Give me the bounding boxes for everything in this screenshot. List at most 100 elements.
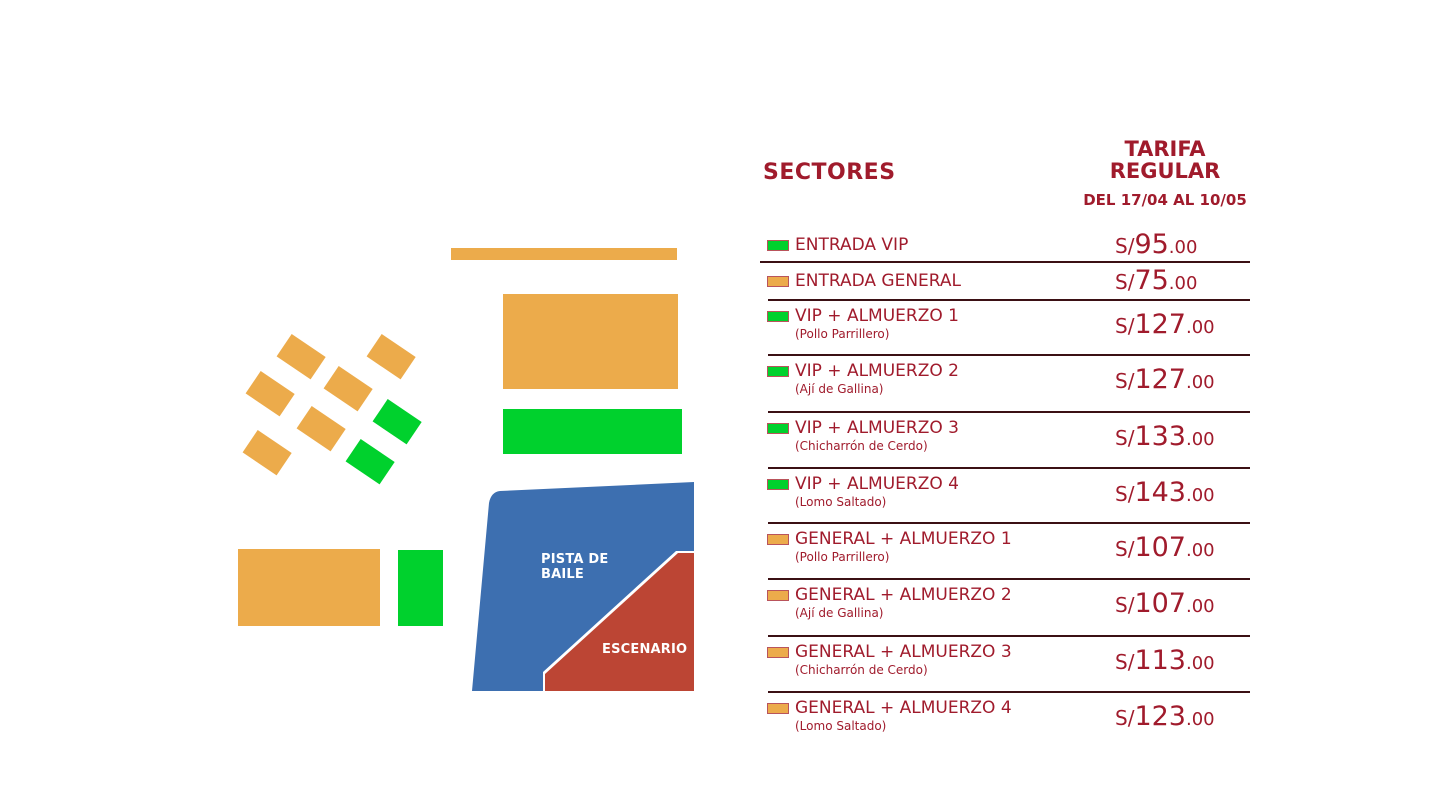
currency-symbol: S/ bbox=[1115, 650, 1135, 674]
price-amount: 113 bbox=[1134, 645, 1186, 676]
price-decimals: .00 bbox=[1185, 653, 1215, 674]
sector-price: S/107.00 bbox=[1115, 532, 1215, 563]
dance-floor-label-line1: PISTA DE bbox=[541, 552, 609, 567]
sector-color-swatch bbox=[767, 703, 789, 714]
table-general[interactable] bbox=[245, 371, 295, 417]
table-general[interactable] bbox=[323, 366, 373, 412]
currency-symbol: S/ bbox=[1115, 369, 1135, 393]
dance-floor-area[interactable] bbox=[472, 482, 694, 691]
stage-area[interactable] bbox=[545, 553, 694, 691]
sector-color-swatch bbox=[767, 590, 789, 601]
sector-meal: (Chicharrón de Cerdo) bbox=[795, 663, 928, 677]
price-decimals: .00 bbox=[1185, 540, 1215, 561]
table-general[interactable] bbox=[296, 406, 346, 452]
price-decimals: .00 bbox=[1185, 485, 1215, 506]
sector-name: VIP + ALMUERZO 3 bbox=[795, 418, 959, 438]
dance-floor-label-line2: BAILE bbox=[541, 567, 584, 582]
sector-price: S/123.00 bbox=[1115, 701, 1215, 732]
venue-map: PISTA DE BAILE ESCENARIO bbox=[238, 248, 694, 691]
tariff-header-line2: REGULAR bbox=[1109, 159, 1221, 183]
sector-color-swatch bbox=[767, 366, 789, 377]
table-vip[interactable] bbox=[345, 439, 395, 485]
price-row[interactable]: GENERAL + ALMUERZO 4(Lomo Saltado) S/123.… bbox=[767, 693, 1250, 748]
sector-price: S/107.00 bbox=[1115, 588, 1215, 619]
currency-symbol: S/ bbox=[1115, 270, 1135, 294]
sector-color-swatch bbox=[767, 479, 789, 490]
sector-name: VIP + ALMUERZO 4 bbox=[795, 474, 959, 494]
price-amount: 143 bbox=[1134, 477, 1186, 508]
sector-meal: (Ají de Gallina) bbox=[795, 382, 884, 396]
price-decimals: .00 bbox=[1168, 273, 1198, 294]
currency-symbol: S/ bbox=[1115, 314, 1135, 338]
sector-name: VIP + ALMUERZO 2 bbox=[795, 361, 959, 381]
sector-price: S/127.00 bbox=[1115, 309, 1215, 340]
sector-name: GENERAL + ALMUERZO 2 bbox=[795, 585, 1012, 605]
sector-meal: (Ají de Gallina) bbox=[795, 606, 884, 620]
sector-name: ENTRADA GENERAL bbox=[795, 271, 962, 291]
price-amount: 107 bbox=[1134, 532, 1186, 563]
sector-price: S/133.00 bbox=[1115, 421, 1215, 452]
currency-symbol: S/ bbox=[1115, 426, 1135, 450]
table-general[interactable] bbox=[242, 430, 292, 476]
price-decimals: .00 bbox=[1168, 237, 1198, 258]
dance-floor-label: PISTA DE BAILE bbox=[541, 552, 608, 582]
tables-cluster bbox=[242, 334, 422, 485]
price-decimals: .00 bbox=[1185, 429, 1215, 450]
price-amount: 123 bbox=[1134, 701, 1186, 732]
currency-symbol: S/ bbox=[1115, 593, 1135, 617]
sector-meal: (Pollo Parrillero) bbox=[795, 550, 890, 564]
sectors-header: SECTORES bbox=[763, 160, 896, 185]
currency-symbol: S/ bbox=[1115, 537, 1135, 561]
price-row[interactable]: VIP + ALMUERZO 2(Ají de Gallina) S/127.00 bbox=[767, 356, 1250, 413]
price-amount: 75 bbox=[1134, 265, 1169, 296]
sector-color-swatch bbox=[767, 647, 789, 658]
stage-label: ESCENARIO bbox=[602, 642, 688, 657]
sector-meal: (Lomo Saltado) bbox=[795, 719, 887, 733]
price-amount: 127 bbox=[1134, 309, 1186, 340]
price-decimals: .00 bbox=[1185, 596, 1215, 617]
price-amount: 133 bbox=[1134, 421, 1186, 452]
price-decimals: .00 bbox=[1185, 709, 1215, 730]
table-general[interactable] bbox=[276, 334, 326, 380]
sector-price: S/75.00 bbox=[1115, 265, 1197, 296]
sector-vip-block[interactable] bbox=[503, 409, 682, 454]
sector-color-swatch bbox=[767, 311, 789, 322]
price-amount: 107 bbox=[1134, 588, 1186, 619]
sector-color-swatch bbox=[767, 423, 789, 434]
sector-price: S/113.00 bbox=[1115, 645, 1215, 676]
tariff-header: TARIFA REGULAR bbox=[1090, 138, 1240, 182]
sector-color-swatch bbox=[767, 534, 789, 545]
price-decimals: .00 bbox=[1185, 317, 1215, 338]
table-vip[interactable] bbox=[372, 399, 422, 445]
currency-symbol: S/ bbox=[1115, 706, 1135, 730]
sector-name: VIP + ALMUERZO 1 bbox=[795, 306, 959, 326]
sector-name: GENERAL + ALMUERZO 3 bbox=[795, 642, 1012, 662]
sector-meal: (Lomo Saltado) bbox=[795, 495, 887, 509]
table-general[interactable] bbox=[366, 334, 416, 380]
price-row[interactable]: ENTRADA GENERAL S/75.00 bbox=[767, 263, 1250, 301]
price-row[interactable]: VIP + ALMUERZO 3(Chicharrón de Cerdo)S/1… bbox=[767, 413, 1250, 469]
sector-name: GENERAL + ALMUERZO 4 bbox=[795, 698, 1012, 718]
sector-general-top-bar[interactable] bbox=[451, 248, 677, 260]
currency-symbol: S/ bbox=[1115, 234, 1135, 258]
price-row[interactable]: GENERAL + ALMUERZO 1(Pollo Parrillero) S/… bbox=[767, 524, 1250, 580]
sector-name: ENTRADA VIP bbox=[795, 235, 909, 255]
sector-general-left[interactable] bbox=[238, 549, 380, 626]
sector-general-block[interactable] bbox=[503, 294, 678, 389]
sector-vip-left[interactable] bbox=[398, 550, 443, 626]
sector-name: GENERAL + ALMUERZO 1 bbox=[795, 529, 1012, 549]
sector-color-swatch bbox=[767, 276, 789, 287]
venue-map-shapes bbox=[238, 248, 694, 691]
tariff-header-line1: TARIFA bbox=[1124, 137, 1206, 161]
price-row[interactable]: GENERAL + ALMUERZO 3(Chicharrón de Cerdo… bbox=[767, 637, 1250, 693]
sector-price: S/143.00 bbox=[1115, 477, 1215, 508]
sector-meal: (Pollo Parrillero) bbox=[795, 327, 890, 341]
sector-price: S/127.00 bbox=[1115, 364, 1215, 395]
price-amount: 95 bbox=[1134, 229, 1169, 260]
price-row[interactable]: VIP + ALMUERZO 4(Lomo Saltado) S/143.00 bbox=[767, 469, 1250, 524]
price-row[interactable]: VIP + ALMUERZO 1(Pollo Parrillero) S/127.… bbox=[767, 301, 1250, 356]
price-row[interactable]: GENERAL + ALMUERZO 2(Ají de Gallina) S/10… bbox=[767, 580, 1250, 637]
price-decimals: .00 bbox=[1185, 372, 1215, 393]
price-row[interactable]: ENTRADA VIP S/95.00 bbox=[760, 227, 1250, 263]
